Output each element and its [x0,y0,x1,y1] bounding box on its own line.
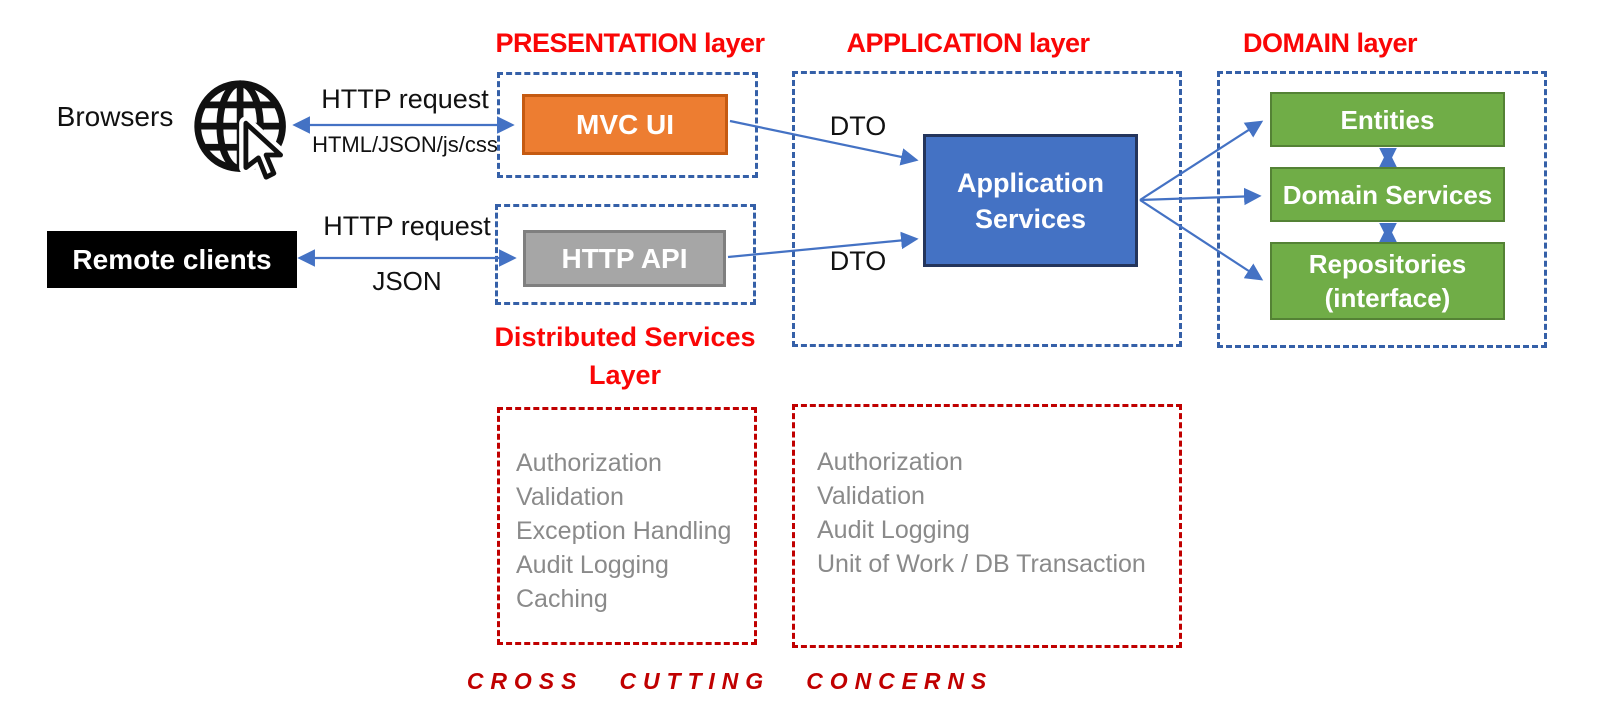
distributed-services-label-line1: Distributed Services [494,322,756,352]
list-item: Audit Logging [817,516,970,544]
application-concerns-box: Authorization Validation Audit Logging U… [792,404,1182,648]
domain-layer-label: DOMAIN layer [1242,28,1418,58]
dto-bottom-label: DTO [829,246,887,276]
browsers-payload-label: HTML/JSON/js/css [312,132,498,157]
remote-http-request-label: HTTP request [323,211,491,241]
http-api-box: HTTP API [523,230,726,287]
browsers-http-request-label: HTTP request [321,84,489,114]
list-item: Caching [516,585,608,613]
list-item: Authorization [817,448,963,476]
application-layer-label: APPLICATION layer [846,28,1090,58]
list-item: Validation [516,483,624,511]
mvc-ui-box: MVC UI [522,94,728,155]
list-item: Validation [817,482,925,510]
presentation-layer-label: PRESENTATION layer [495,28,765,58]
distributed-concerns-list: Authorization Validation Exception Handl… [500,410,754,616]
distributed-services-label: Distributed Services Layer [465,318,785,394]
application-concerns-list: Authorization Validation Audit Logging U… [795,407,1179,581]
list-item: Authorization [516,449,662,477]
remote-clients-box: Remote clients [47,231,297,288]
cross-cutting-concerns-label: CROSS CUTTING CONCERNS [466,668,994,694]
list-item: Audit Logging [516,551,669,579]
dto-top-label: DTO [829,111,887,141]
list-item: Exception Handling [516,517,732,545]
list-item: Unit of Work / DB Transaction [817,550,1146,578]
globe-with-cursor-icon [190,74,296,184]
distributed-services-label-line2: Layer [588,360,662,390]
repositories-box: Repositories (interface) [1270,242,1505,320]
domain-services-box: Domain Services [1270,167,1505,222]
remote-payload-label: JSON [372,266,442,296]
entities-box: Entities [1270,92,1505,147]
browsers-label: Browsers [56,101,174,132]
distributed-concerns-box: Authorization Validation Exception Handl… [497,407,757,645]
application-services-box: Application Services [923,134,1138,267]
